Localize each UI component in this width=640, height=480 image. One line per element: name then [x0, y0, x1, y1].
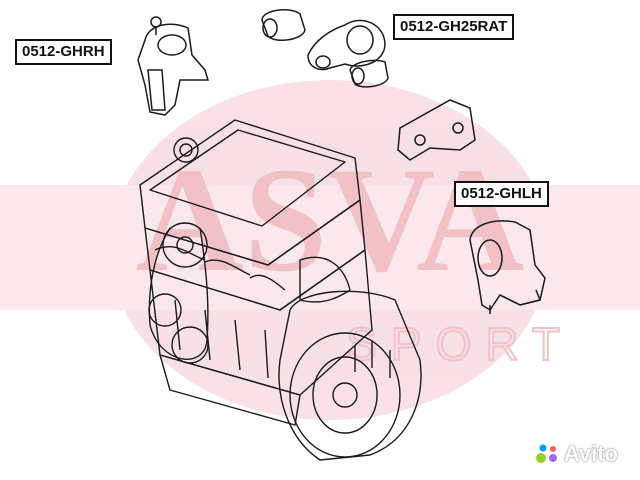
bracket-plate — [397, 99, 476, 161]
torque-rod-bushing-end — [262, 18, 278, 38]
torque-rod-bushing-small-end — [351, 67, 365, 85]
watermark-brand-text: ASVA — [135, 137, 524, 303]
mount-bracket-drawing — [397, 99, 476, 161]
bell-housing — [289, 332, 401, 458]
oil-cap — [173, 137, 199, 163]
bracket-hole-1 — [414, 134, 426, 146]
engine-drawing — [139, 119, 422, 461]
bracket-hole-2 — [452, 122, 464, 134]
part-label-right-mount: 0512-GHRH — [15, 39, 112, 65]
part-label-torque-rod: 0512-GH25RAT — [393, 14, 515, 40]
torque-rod-small-eye — [315, 55, 331, 69]
part-label-left-mount: 0512-GHLH — [454, 181, 549, 207]
avito-dot-1 — [535, 453, 546, 463]
exhaust-manifold — [299, 256, 351, 303]
bell-housing-inner — [312, 356, 378, 434]
avito-dot-4 — [539, 444, 547, 452]
trans-bolts — [354, 340, 391, 378]
left-mount-bushing — [477, 239, 503, 277]
torque-rod-arm — [307, 19, 386, 71]
oil-pan — [159, 354, 301, 426]
axle-seal — [332, 382, 358, 408]
right-mount-bushing — [157, 34, 187, 56]
left-mount-body — [469, 220, 546, 312]
avito-watermark: Avito — [534, 441, 618, 467]
pulley-large — [162, 222, 208, 268]
left-mount-drawing — [469, 220, 546, 314]
left-mount-foot — [499, 289, 542, 306]
transmission-case — [278, 290, 422, 461]
valve-cover-top — [149, 129, 346, 227]
oil-cap-inner — [179, 143, 193, 157]
torque-rod-bushing-pair — [261, 8, 306, 42]
right-mount-bracket — [147, 69, 166, 111]
drive-belt — [148, 227, 209, 360]
right-mount-body — [137, 23, 210, 116]
watermark-sub-text: SPORT — [346, 318, 574, 370]
right-mount-bolt — [150, 16, 162, 28]
right-mount-drawing — [137, 16, 210, 116]
avito-logo-icon — [535, 444, 557, 463]
avito-dot-2 — [548, 454, 557, 462]
avito-text: Avito — [563, 441, 618, 466]
pulley-large-hub — [176, 236, 194, 254]
asva-watermark: ASVA SPORT — [0, 80, 640, 420]
torque-rod-bushing-small — [349, 59, 389, 88]
torque-rod-drawing — [261, 8, 389, 88]
torque-rod-big-eye — [346, 25, 374, 55]
avito-dot-3 — [549, 446, 556, 452]
